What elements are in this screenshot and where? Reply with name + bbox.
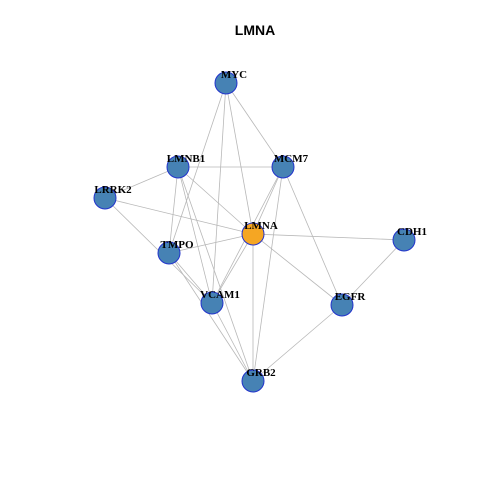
node-label: LRRK2	[94, 184, 132, 196]
diagram-title: LMNA	[235, 22, 275, 38]
node-circle	[93, 186, 117, 210]
node-lmna: LMNA	[241, 220, 278, 246]
node-circle	[330, 293, 354, 317]
node-circle	[241, 222, 265, 246]
edge-cdh1-egfr	[341, 239, 405, 306]
edge-vcam1-grb2	[211, 302, 254, 382]
node-circle	[214, 71, 238, 95]
node-grb2: GRB2	[241, 367, 276, 393]
node-circle	[157, 241, 181, 265]
edge-tmpo-grb2	[168, 252, 254, 382]
node-label: LMNB1	[167, 153, 206, 165]
node-tmpo: TMPO	[157, 239, 194, 265]
node-lrrk2: LRRK2	[93, 184, 132, 210]
node-label: TMPO	[161, 239, 194, 251]
edge-lmnb1-grb2	[177, 166, 254, 382]
edge-lmnb1-tmpo	[168, 166, 179, 254]
edge-lmnb1-lmna	[177, 166, 254, 235]
node-circle	[200, 291, 224, 315]
node-label: MCM7	[274, 153, 309, 165]
edge-myc-lmna	[225, 82, 254, 235]
edge-egfr-grb2	[252, 304, 343, 382]
edge-lmnb1-lrrk2	[104, 166, 179, 199]
edge-lmna-egfr	[252, 233, 343, 306]
node-circle	[166, 155, 190, 179]
node-label: LMNA	[244, 220, 278, 232]
node-lmnb1: LMNB1	[166, 153, 206, 179]
node-vcam1: VCAM1	[200, 289, 240, 315]
edge-lmnb1-vcam1	[177, 166, 213, 304]
node-cdh1: CDH1	[392, 226, 427, 252]
edge-myc-mcm7	[225, 82, 284, 168]
node-myc: MYC	[214, 69, 247, 95]
node-label: VCAM1	[200, 289, 240, 301]
edge-lrrk2-lmna	[104, 197, 254, 235]
edge-myc-tmpo	[168, 82, 227, 254]
node-circle	[241, 369, 265, 393]
edge-mcm7-grb2	[252, 166, 284, 382]
node-egfr: EGFR	[330, 291, 367, 317]
edge-lmna-cdh1	[252, 233, 405, 241]
edge-myc-vcam1	[211, 82, 227, 304]
node-label: GRB2	[246, 367, 276, 379]
node-label: MYC	[221, 69, 247, 81]
edge-lmna-vcam1	[211, 233, 254, 304]
node-mcm7: MCM7	[271, 153, 309, 179]
edge-mcm7-lmna	[252, 166, 284, 235]
node-label: EGFR	[335, 291, 367, 303]
node-label: CDH1	[397, 226, 427, 238]
edge-lmna-tmpo	[168, 233, 254, 254]
node-circle	[271, 155, 295, 179]
node-circle	[392, 228, 416, 252]
